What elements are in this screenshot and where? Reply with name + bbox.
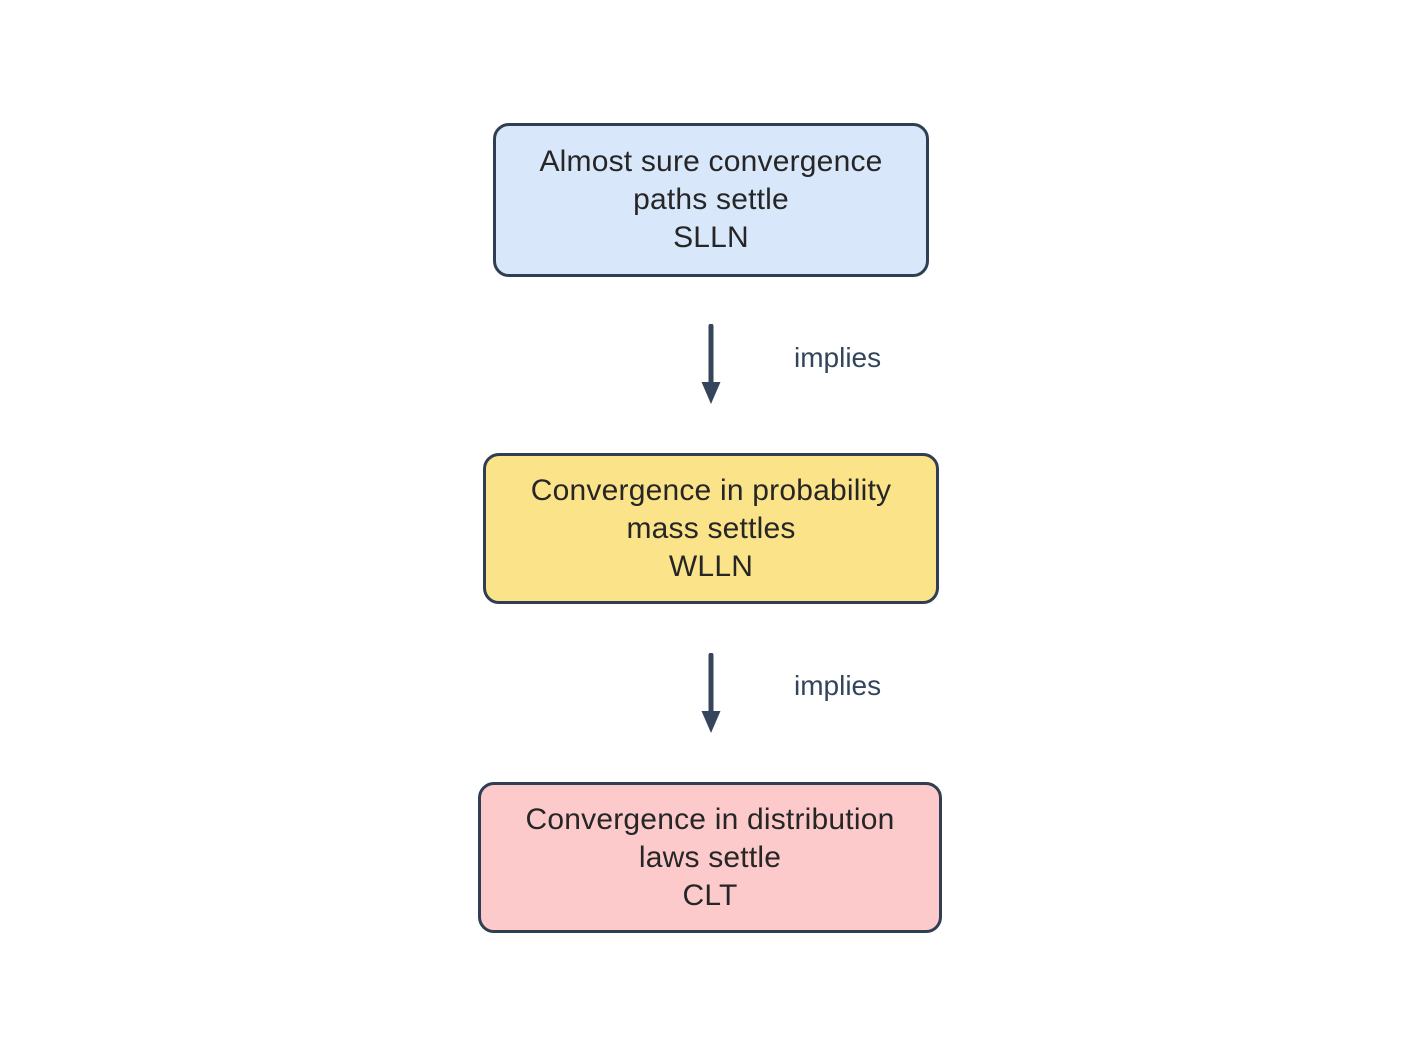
node-convergence-in-distribution: Convergence in distribution laws settle …	[478, 782, 942, 933]
node-line: SLLN	[673, 221, 749, 254]
node-line: Convergence in distribution	[525, 802, 895, 836]
node-convergence-in-probability: Convergence in probability mass settles …	[483, 453, 939, 604]
node-line: CLT	[682, 878, 738, 912]
node-line: paths settle	[633, 183, 789, 216]
node-line: mass settles	[626, 511, 796, 545]
arrow-down-icon	[699, 324, 723, 406]
node-almost-sure-convergence: Almost sure convergence paths settle SLL…	[493, 123, 929, 277]
node-line: WLLN	[668, 549, 754, 583]
node-line: Almost sure convergence	[539, 145, 883, 178]
arrow-down-icon	[699, 653, 723, 735]
node-line: laws settle	[638, 840, 782, 874]
edge-label-implies: implies	[794, 342, 882, 373]
node-line: Convergence in probability	[530, 473, 892, 507]
edge-label-implies: implies	[794, 670, 882, 701]
